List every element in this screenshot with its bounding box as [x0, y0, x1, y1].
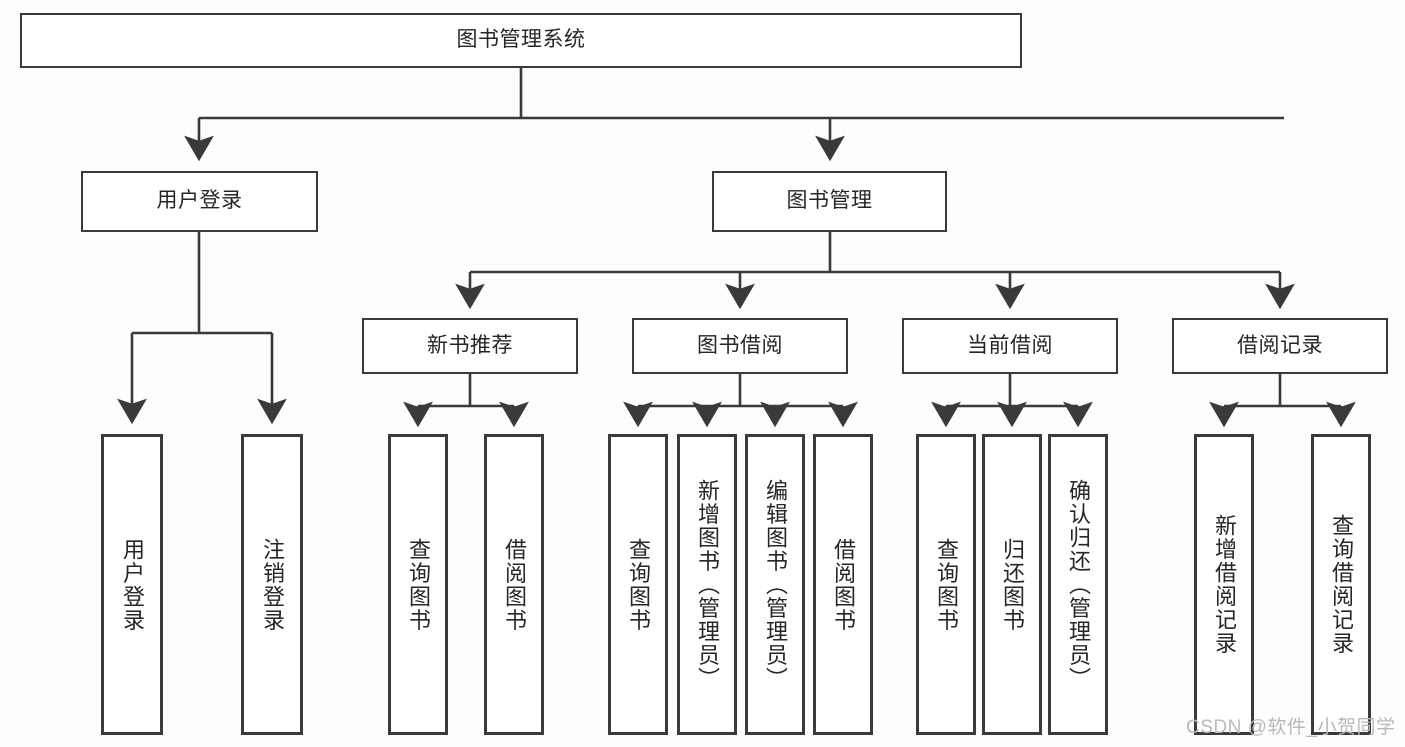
node-new-book-rec-label: 新书推荐 [427, 333, 513, 357]
leaf-confirm-return[interactable]: 确认归还（管理员） [1048, 434, 1108, 735]
leaf-add-book-label: 新增图书（管理员） [694, 478, 720, 691]
leaf-query-book-2-label: 查询图书 [625, 537, 651, 632]
node-book-manage[interactable]: 图书管理 [712, 171, 947, 232]
node-book-borrow[interactable]: 图书借阅 [632, 318, 848, 374]
node-user-login[interactable]: 用户登录 [81, 171, 318, 232]
node-current-borrow[interactable]: 当前借阅 [902, 318, 1118, 374]
leaf-query-book-1-label: 查询图书 [405, 537, 431, 632]
leaf-query-book-3[interactable]: 查询图书 [916, 434, 976, 735]
leaf-edit-book[interactable]: 编辑图书（管理员） [745, 434, 805, 735]
leaf-return-book-label: 归还图书 [999, 537, 1025, 632]
leaf-user-login-label: 用户登录 [119, 537, 145, 632]
leaf-borrow-book-1-label: 借阅图书 [501, 537, 527, 632]
leaf-query-book-2[interactable]: 查询图书 [608, 434, 668, 735]
node-book-manage-label: 图书管理 [786, 189, 873, 213]
node-user-login-label: 用户登录 [156, 189, 243, 213]
leaf-query-book-3-label: 查询图书 [933, 537, 959, 632]
leaf-user-login[interactable]: 用户登录 [101, 434, 163, 735]
leaf-add-book[interactable]: 新增图书（管理员） [677, 434, 737, 735]
leaf-confirm-return-label: 确认归还（管理员） [1065, 478, 1091, 691]
node-root[interactable]: 图书管理系统 [20, 13, 1022, 68]
node-current-borrow-label: 当前借阅 [967, 333, 1053, 357]
leaf-return-book[interactable]: 归还图书 [982, 434, 1042, 735]
node-book-borrow-label: 图书借阅 [697, 333, 783, 357]
leaf-add-record-label: 新增借阅记录 [1211, 514, 1237, 655]
node-borrow-record[interactable]: 借阅记录 [1172, 318, 1388, 374]
leaf-borrow-book-2-label: 借阅图书 [830, 537, 856, 632]
leaf-borrow-book-2[interactable]: 借阅图书 [813, 434, 873, 735]
node-borrow-record-label: 借阅记录 [1237, 333, 1323, 357]
watermark: CSDN @软件_小贺同学 [1186, 717, 1396, 738]
node-new-book-rec[interactable]: 新书推荐 [362, 318, 578, 374]
leaf-query-record[interactable]: 查询借阅记录 [1311, 434, 1371, 735]
leaf-query-book-1[interactable]: 查询图书 [388, 434, 448, 735]
leaf-logout[interactable]: 注销登录 [241, 434, 303, 735]
leaf-query-record-label: 查询借阅记录 [1328, 514, 1354, 655]
node-root-label: 图书管理系统 [456, 28, 586, 52]
leaf-borrow-book-1[interactable]: 借阅图书 [484, 434, 544, 735]
leaf-add-record[interactable]: 新增借阅记录 [1194, 434, 1254, 735]
leaf-logout-label: 注销登录 [259, 537, 285, 632]
leaf-edit-book-label: 编辑图书（管理员） [762, 478, 788, 691]
